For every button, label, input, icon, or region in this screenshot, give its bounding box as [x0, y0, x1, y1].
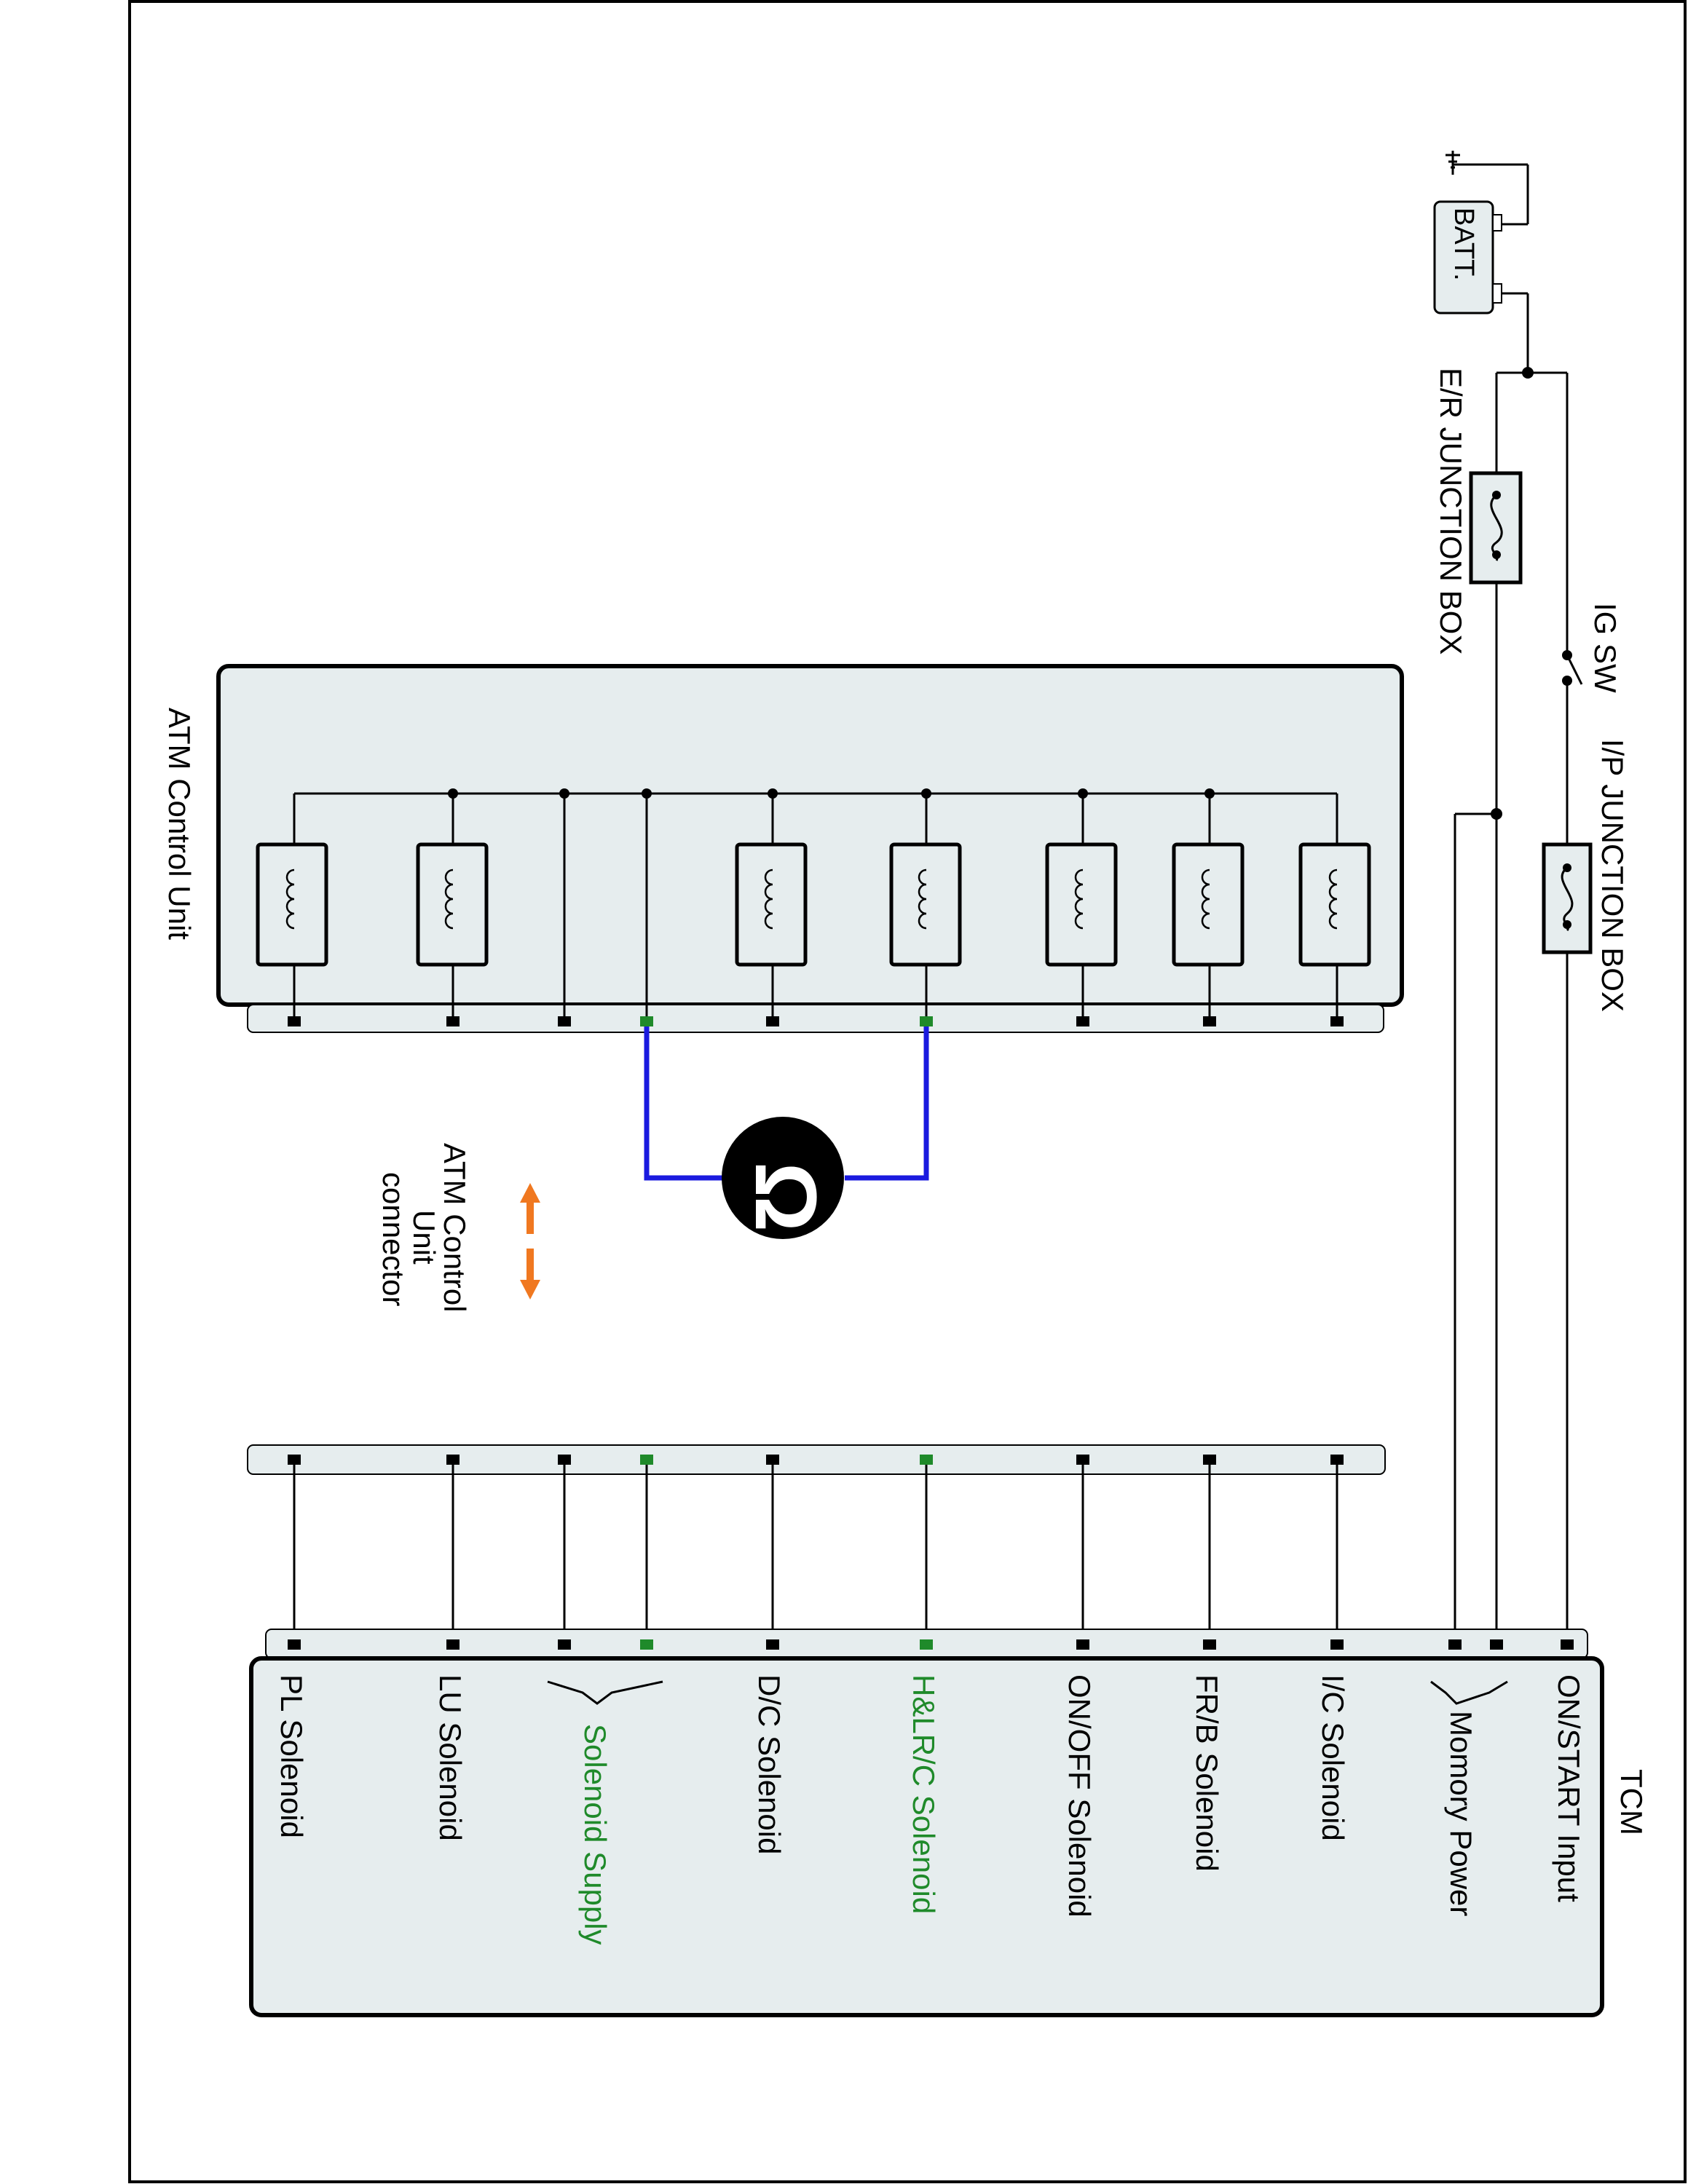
tcm-label: TCM	[1614, 1769, 1649, 1835]
brace-solenoid-supply	[547, 1680, 663, 1705]
connector-label-line3: connector	[376, 1172, 411, 1306]
er-fuse	[1469, 471, 1523, 585]
tcm-pin-solenoid-supply: Solenoid Supply	[578, 1724, 612, 1945]
tcm-pin-memory-power: Momory Power	[1444, 1711, 1478, 1916]
harness-wires	[293, 1465, 1338, 1644]
ohm-symbol: Ω	[737, 1162, 835, 1232]
harness-connector-strip	[247, 1444, 1386, 1475]
atm-control-unit-label: ATM Control Unit	[162, 708, 197, 940]
ip-junction-box-label: I/P JUNCTION BOX	[1596, 739, 1630, 1012]
tcm-pin-ic-solenoid: I/C Solenoid	[1316, 1674, 1350, 1841]
brace-memory-power	[1430, 1680, 1508, 1705]
tcm-pin-pl-solenoid: PL Solenoid	[275, 1674, 309, 1838]
connector-label-line2: Unit	[407, 1210, 441, 1265]
tcm-pins	[288, 1639, 1574, 1650]
battery-label: BATT.	[1448, 207, 1479, 281]
solenoid-coil-icon	[1298, 842, 1371, 967]
battery: BATT.	[1433, 200, 1502, 314]
solenoid-coil-icon	[256, 842, 328, 967]
tcm-box	[249, 1656, 1604, 2017]
connector-label-line1: ATM Control	[438, 1143, 472, 1313]
solenoid-coil-icon	[416, 842, 489, 967]
disconnect-arrow-icon	[520, 1183, 540, 1299]
tcm-pin-on-start-input: ON/START Input	[1552, 1674, 1586, 1902]
tcm-pin-dc-solenoid: D/C Solenoid	[752, 1674, 786, 1854]
tcm-pin-hlrc-solenoid: H&LR/C Solenoid	[907, 1674, 941, 1914]
solenoid-coil-icon	[1045, 842, 1118, 967]
harness-pins	[288, 1455, 1344, 1465]
ig-switch-label: IG SW	[1588, 603, 1622, 693]
tcm-pin-onoff-solenoid: ON/OFF Solenoid	[1062, 1674, 1097, 1918]
er-junction-box-label: E/R JUNCTION BOX	[1434, 368, 1468, 654]
atm-unit-connector-strip	[247, 1004, 1384, 1033]
solenoid-coil-icon	[735, 842, 808, 967]
tcm-pin-frb-solenoid: FR/B Solenoid	[1190, 1674, 1224, 1872]
solenoid-coil-icon	[889, 842, 962, 967]
solenoid-coil-icon	[1172, 842, 1245, 967]
atm-channels	[256, 788, 1371, 1026]
ig-switch	[1562, 650, 1583, 686]
ground-icon	[1446, 151, 1529, 226]
page-frame	[128, 0, 1687, 2183]
ip-fuse	[1542, 842, 1593, 954]
ohmmeter-icon: Ω	[722, 1117, 844, 1239]
tcm-pin-lu-solenoid: LU Solenoid	[433, 1674, 468, 1841]
